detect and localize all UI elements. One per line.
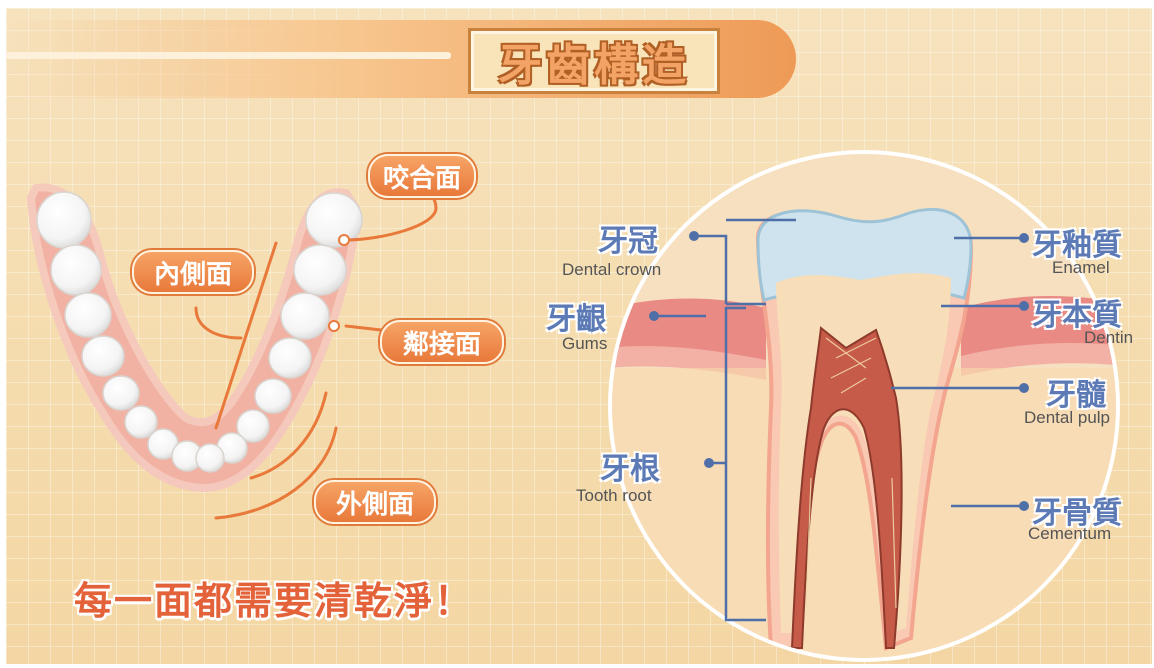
illustration-canvas: 牙齒構造 <box>6 8 1152 664</box>
label-lingual: 內側面 <box>132 250 254 294</box>
label-occlusal: 咬合面 <box>368 154 476 198</box>
label-dentin-en: Dentin <box>1084 328 1133 348</box>
occlusal-dot <box>339 235 349 245</box>
label-root-en: Tooth root <box>576 486 652 506</box>
label-enamel-en: Enamel <box>1052 258 1110 278</box>
label-root: 牙根 <box>600 444 660 488</box>
label-buccal: 外側面 <box>314 480 436 524</box>
slogan: 每一面都需要清乾淨！ <box>74 570 474 625</box>
label-gums-en: Gums <box>562 334 607 354</box>
label-crown-en: Dental crown <box>562 260 661 280</box>
proximal-dot <box>329 321 339 331</box>
label-crown: 牙冠 <box>598 216 658 260</box>
label-pulp-en: Dental pulp <box>1024 408 1110 428</box>
label-cementum-en: Cementum <box>1028 524 1111 544</box>
label-proximal: 鄰接面 <box>380 320 504 364</box>
label-gums: 牙齦 <box>546 294 606 338</box>
